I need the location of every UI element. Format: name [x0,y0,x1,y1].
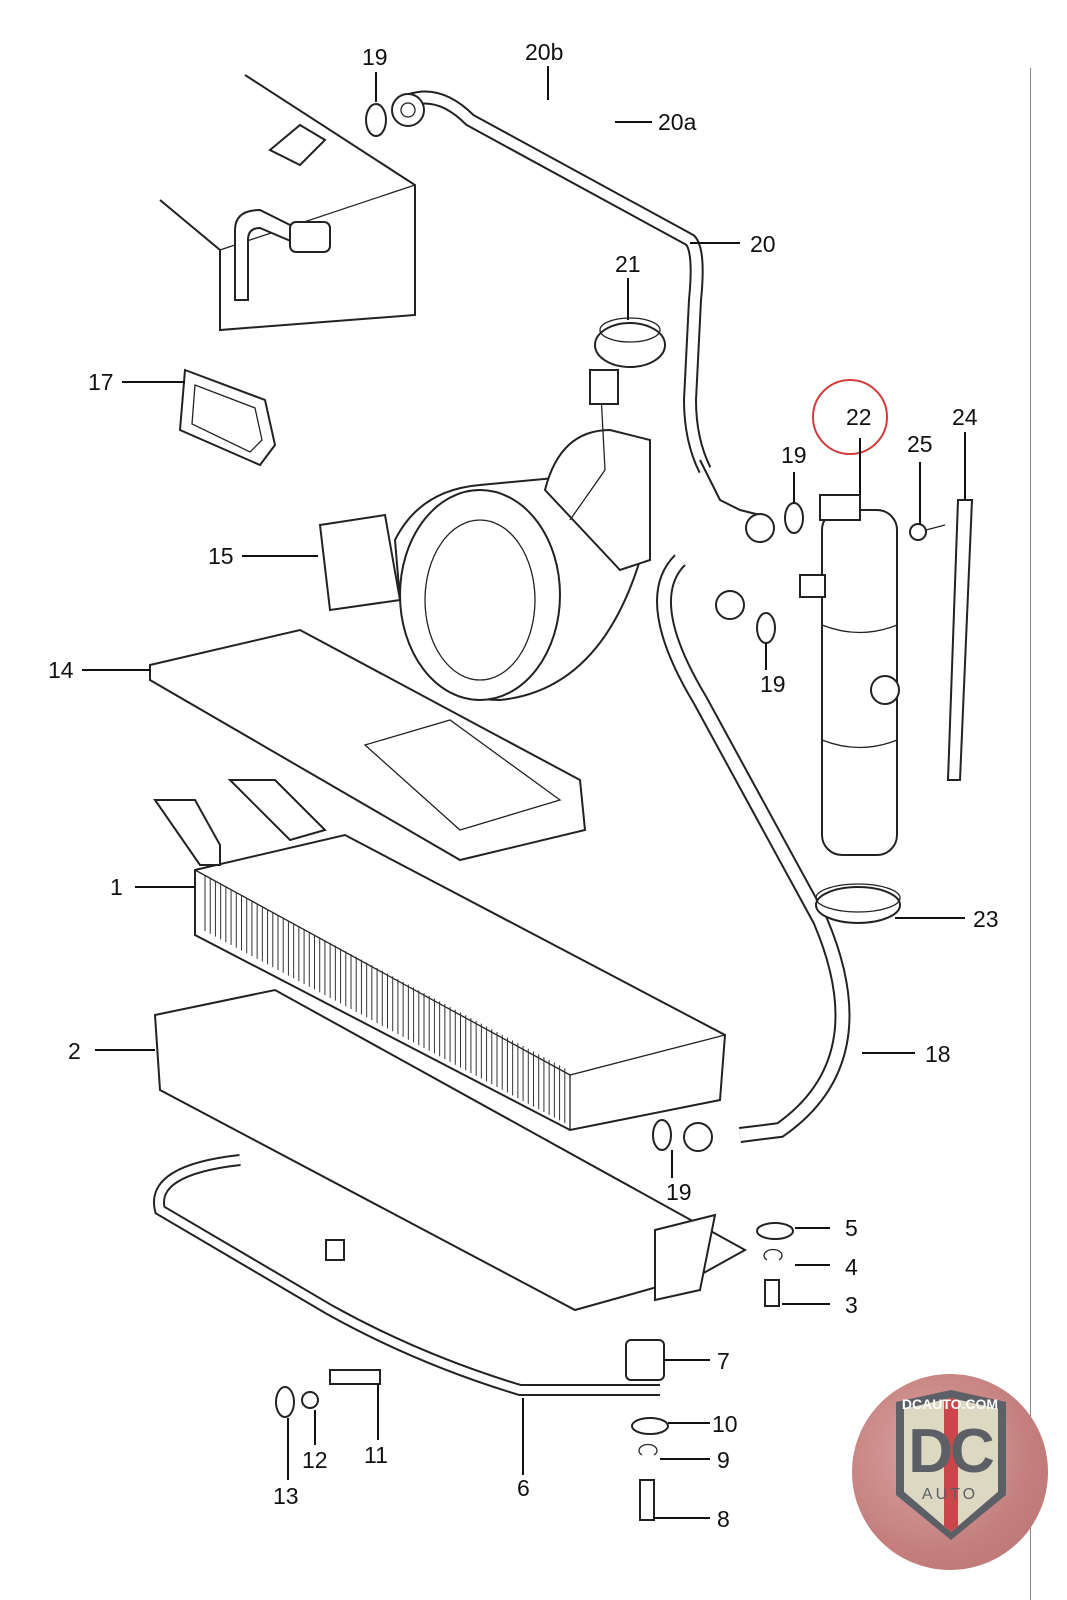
callout-18: 18 [925,1041,951,1067]
callout-6: 6 [517,1475,530,1501]
grommet-21 [594,317,666,368]
callout-11: 11 [364,1442,388,1468]
callout-4: 4 [845,1254,858,1280]
drip-tray-2 [153,988,748,1312]
hardware [275,1222,794,1521]
strap-6 [153,1154,660,1396]
callout-19: 19 [362,44,388,70]
callout-5: 5 [845,1215,858,1241]
callout-3: 3 [845,1292,858,1318]
cover-plate-14 [149,628,587,862]
logo-mark-text: DC [908,1417,995,1486]
page-border [1030,68,1031,1600]
evaporator-core-1 [153,779,727,1132]
refrigerant-hose-20 [391,90,775,543]
callout-8: 8 [717,1506,730,1532]
callout-19: 19 [666,1179,692,1205]
dcauto-watermark-logo: DCAUTO.COM DC AUTO [852,1374,1048,1570]
callout-15: 15 [208,543,234,569]
refrigerant-hose-18 [656,554,851,1152]
callout-17: 17 [88,369,114,395]
callout-12: 12 [302,1447,328,1473]
callout-23: 23 [973,906,999,932]
leader-lines [82,66,966,1519]
callout-9: 9 [717,1447,730,1473]
screw-25 [909,523,946,541]
logo-site-text: DCAUTO.COM [901,1396,999,1412]
callout-10: 10 [712,1411,738,1437]
gasket-17 [178,368,277,467]
callout-22: 22 [846,404,872,430]
clamp-23 [815,883,901,924]
callout-2: 2 [68,1038,81,1064]
callout-19: 19 [781,442,807,468]
callout-20b: 20b [525,39,563,65]
receiver-drier-22 [799,494,900,856]
evaporator-housing [159,74,416,332]
callout-1: 1 [110,874,123,900]
callout-21: 21 [615,251,641,277]
callout-20: 20 [750,231,776,257]
callout-7: 7 [717,1348,730,1374]
callout-24: 24 [952,404,978,430]
callout-labels: 19 20b 20a 20 21 17 22 24 25 19 15 19 14… [48,39,999,1532]
bracket-24 [946,499,974,781]
blower-15 [318,369,651,702]
callout-14: 14 [48,657,74,683]
highlight-circle [812,379,888,455]
callout-25: 25 [907,431,933,457]
callout-20a: 20a [658,109,697,135]
callout-13: 13 [273,1483,299,1509]
callout-19: 19 [760,671,786,697]
logo-sub-text: AUTO [921,1486,979,1503]
